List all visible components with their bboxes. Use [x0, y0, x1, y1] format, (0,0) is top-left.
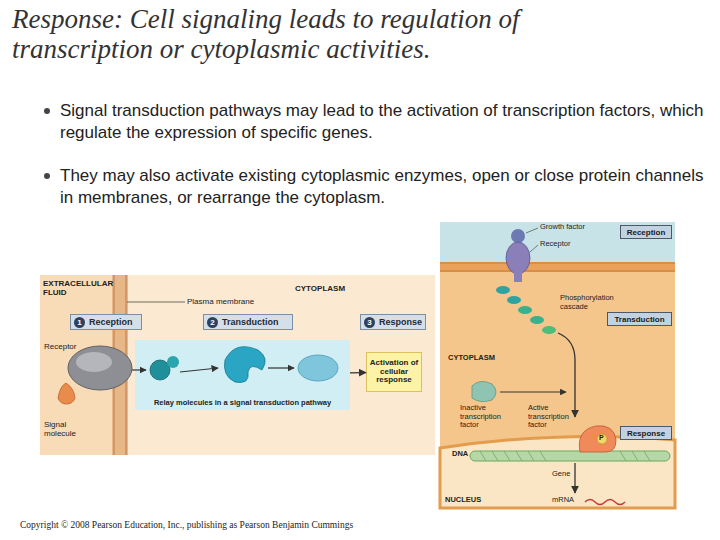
pathway-arrow	[350, 372, 366, 373]
node-text: Transduction	[614, 315, 664, 324]
node-text: Relay molecules in a signal transduction…	[154, 399, 331, 407]
node-text: Reception	[89, 317, 133, 327]
region-label: EXTRACELLULAR FLUID	[43, 279, 105, 297]
part-label: Inactive transcription factor	[460, 404, 516, 430]
region-label: CYTOPLASM	[295, 284, 375, 293]
relay-pathway-band: Relay molecules in a signal transduction…	[135, 340, 350, 410]
part-label: DNA	[452, 450, 482, 459]
right-panel	[440, 222, 675, 508]
part-label: Active transcription factor	[528, 404, 580, 430]
phosphate-label: P	[599, 434, 607, 442]
part-label: mRNA	[552, 496, 582, 505]
region-label: CYTOPLASM	[448, 354, 518, 363]
callout-number: 1	[74, 317, 85, 328]
part-label: Receptor	[540, 240, 600, 249]
step-label-box: 1 Reception	[70, 314, 142, 330]
bullet-dot	[44, 173, 50, 179]
stage-tag: Reception	[620, 225, 672, 239]
node-text: Transduction	[222, 317, 279, 327]
callout-number: 2	[207, 317, 218, 328]
node-text: Reception	[627, 228, 666, 237]
left-panel	[40, 275, 435, 455]
part-label: Plasma membrane	[187, 297, 277, 306]
part-label: Signal molecule	[44, 420, 86, 438]
part-label: Growth factor	[540, 223, 610, 232]
part-label: Phosphorylation cascade	[560, 294, 620, 311]
node-text: Activation of cellular response	[368, 359, 420, 385]
step-label-box: 3 Response	[360, 314, 426, 330]
bullet-dot	[44, 108, 50, 114]
callout-number: 3	[364, 317, 375, 328]
copyright-note: Copyright © 2008 Pearson Education, Inc.…	[20, 520, 500, 531]
slide-title: Response: Cell signaling leads to regula…	[12, 4, 652, 64]
part-label: Receptor	[44, 342, 94, 351]
response-box: Activation of cellular response	[366, 352, 422, 392]
stage-tag: Transduction	[607, 312, 672, 326]
stage-tag: Response	[620, 426, 672, 440]
region-label: NUCLEUS	[445, 496, 505, 505]
node-text: Response	[627, 429, 665, 438]
bullet-text: Signal transduction pathways may lead to…	[60, 100, 710, 144]
part-label: Gene	[552, 470, 582, 479]
bullet-text: They may also activate existing cytoplas…	[60, 165, 710, 209]
step-label-box: 2 Transduction	[203, 314, 293, 330]
node-text: Response	[379, 317, 422, 327]
connector-line	[350, 372, 366, 374]
